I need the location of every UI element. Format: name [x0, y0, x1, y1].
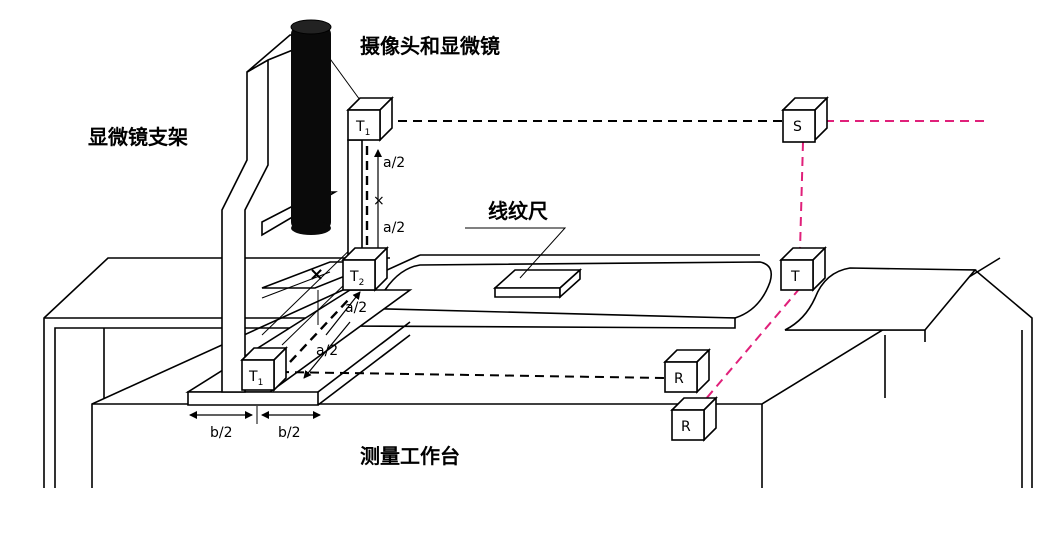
- microscope-body: [290, 19, 332, 235]
- box-t-label: T: [790, 269, 800, 285]
- cube-r-upper: R: [663, 348, 711, 394]
- ruler-sheet: [338, 261, 977, 331]
- cube-s: S: [781, 96, 829, 143]
- dimension-arrows: × ×: [189, 149, 385, 424]
- box-t1-top-label: T: [355, 119, 365, 135]
- svg-text:T2: T2: [349, 269, 364, 288]
- box-t2-subscript: 2: [359, 278, 365, 288]
- box-t2-label: T: [349, 269, 359, 285]
- beam-paths-magenta: [704, 120, 990, 401]
- box-t1-bottom-label: T: [248, 369, 258, 385]
- label-camera-microscope: 摄像头和显微镜: [360, 34, 500, 58]
- label-microscope-stand: 显微镜支架: [88, 125, 188, 149]
- svg-text:T1: T1: [248, 369, 263, 388]
- dim-b-half-left: b/2: [210, 425, 233, 441]
- box-r-upper-label: R: [674, 371, 684, 387]
- cube-t1-bottom: T1: [240, 346, 288, 392]
- line-ruler-bar: [465, 227, 583, 299]
- cross-mark-lower: ×: [309, 264, 324, 285]
- magenta-beam-segment: [799, 141, 804, 251]
- cube-t: T: [779, 246, 827, 292]
- dim-a-half-diagonal-upper: a/2: [345, 300, 367, 316]
- box-t1-bottom-subscript: 1: [258, 378, 264, 388]
- dim-a-half-diagonal-lower: a/2: [316, 343, 338, 359]
- dim-b-half-right: b/2: [278, 425, 301, 441]
- cube-r-lower: R: [670, 396, 718, 442]
- reflector-column: [347, 139, 363, 261]
- dim-a-half-middle: a/2: [383, 220, 405, 236]
- box-r-lower-label: R: [681, 419, 691, 435]
- dim-a-half-upper: a/2: [383, 155, 405, 171]
- box-s-label: S: [793, 119, 802, 135]
- magenta-beam-segment: [704, 287, 801, 401]
- label-line-ruler: 线纹尺: [488, 199, 548, 223]
- cube-t2: T2: [341, 246, 389, 292]
- beam-paths-black: [279, 120, 783, 379]
- label-measuring-table: 测量工作台: [360, 444, 460, 468]
- box-t1-top-subscript: 1: [365, 128, 371, 138]
- svg-text:T1: T1: [355, 119, 370, 138]
- cross-mark-upper: ×: [373, 193, 385, 209]
- cube-t1-top: T1: [346, 96, 394, 142]
